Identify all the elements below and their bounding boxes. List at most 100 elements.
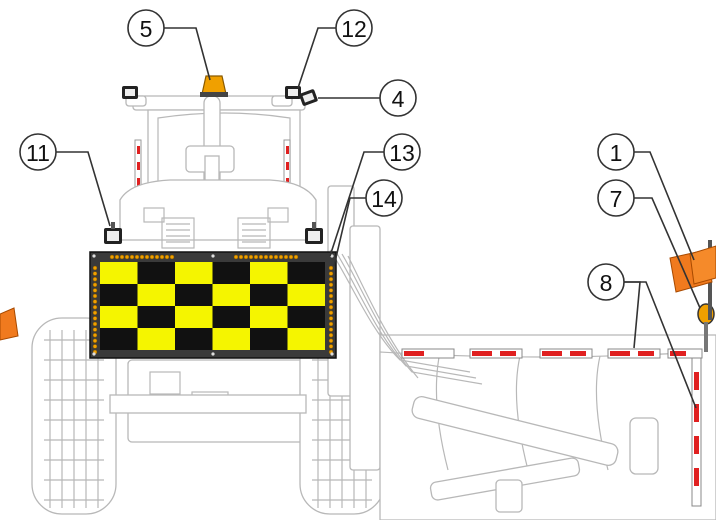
svg-text:14: 14 — [371, 186, 397, 212]
hydraulic-cylinder — [411, 395, 619, 467]
checker-square-yellow — [212, 284, 250, 306]
work-light-icon — [305, 222, 323, 244]
led-dot — [273, 254, 279, 260]
cab-pole-right-red-2 — [286, 162, 289, 170]
led-dot — [92, 288, 98, 293]
led-dot — [263, 254, 269, 260]
led-dot — [159, 254, 165, 260]
led-dot — [92, 265, 98, 271]
led-dot — [92, 304, 98, 310]
checker-square-black — [175, 284, 213, 306]
led-dot — [92, 332, 98, 338]
callout-12: 12 — [335, 9, 373, 47]
checker-square-black — [212, 306, 250, 328]
callout-5: 5 — [127, 9, 165, 47]
led-dot — [149, 254, 155, 260]
checker-square-black — [287, 306, 325, 328]
led-dot — [92, 293, 98, 299]
reflective-strip-icon — [539, 348, 593, 359]
led-dot — [139, 254, 145, 260]
callout-4: 4 — [379, 79, 417, 117]
loader-arm — [349, 225, 381, 471]
work-light-icon — [122, 86, 138, 99]
led-dot — [92, 316, 98, 321]
led-dot — [328, 344, 334, 349]
led-dot — [328, 304, 334, 310]
work-light-icon — [104, 222, 122, 244]
checker-square-yellow — [250, 262, 288, 284]
checker-square-yellow — [137, 284, 175, 306]
led-dot — [288, 254, 294, 260]
led-dot — [129, 254, 135, 260]
led-dot — [92, 338, 98, 344]
checker-board-sign — [89, 251, 337, 359]
grille-left — [161, 217, 195, 249]
wheel-left — [31, 317, 117, 515]
led-dot — [124, 254, 130, 260]
svg-text:11: 11 — [26, 140, 50, 166]
led-dot — [328, 310, 334, 316]
svg-text:8: 8 — [600, 270, 613, 296]
checker-square-black — [100, 328, 138, 350]
cab-window — [157, 112, 291, 186]
led-dot — [169, 254, 175, 260]
led-dot — [238, 254, 244, 260]
led-dot — [328, 332, 334, 338]
checker-square-yellow — [175, 306, 213, 328]
cab-pole-right-red-1 — [286, 146, 289, 154]
cab-pole-left-red-3 — [137, 178, 140, 186]
svg-text:12: 12 — [341, 16, 367, 42]
checker-square-black — [175, 328, 213, 350]
led-dot — [328, 282, 334, 288]
reflective-strip-icon — [469, 348, 523, 359]
led-strip-icon — [109, 254, 299, 260]
led-dot — [144, 254, 150, 260]
led-dot — [328, 299, 334, 304]
led-dot — [328, 316, 334, 321]
work-light-icon — [285, 86, 301, 99]
led-dot — [328, 271, 334, 276]
led-dot — [293, 254, 299, 260]
led-dot — [248, 254, 254, 260]
led-dot — [243, 254, 249, 260]
svg-text:5: 5 — [140, 16, 153, 42]
engine-hood — [119, 179, 317, 241]
marker-light-stem — [704, 322, 708, 352]
led-dot — [328, 321, 334, 327]
checker-square-black — [212, 262, 250, 284]
led-dot — [283, 254, 289, 260]
leader-lines — [56, 27, 701, 409]
led-dot — [92, 327, 98, 332]
cab-pole-left-red-2 — [137, 162, 140, 170]
checker-square-yellow — [287, 284, 325, 306]
led-dot — [92, 310, 98, 316]
checker-square-black — [137, 262, 175, 284]
callout-8: 8 — [587, 263, 625, 301]
led-dot — [328, 293, 334, 299]
svg-text:7: 7 — [610, 186, 623, 212]
checker-square-black — [287, 262, 325, 284]
reflective-strip-icon — [401, 348, 455, 359]
svg-text:13: 13 — [389, 140, 415, 166]
led-dot — [92, 282, 98, 288]
led-dot — [92, 276, 98, 282]
led-dot — [154, 254, 160, 260]
checker-square-yellow — [212, 328, 250, 350]
blade-mount — [629, 417, 659, 475]
led-dot — [114, 254, 120, 260]
reflective-strip-icon — [607, 348, 661, 359]
led-strip-icon — [92, 265, 98, 355]
checker-square-black — [100, 284, 138, 306]
led-dot — [258, 254, 264, 260]
callout-14: 14 — [365, 179, 403, 217]
axle — [109, 394, 307, 414]
callout-1: 1 — [597, 133, 635, 171]
plow-blade — [329, 240, 716, 520]
checker-square-yellow — [137, 328, 175, 350]
callout-13: 13 — [383, 133, 421, 171]
checker-square-yellow — [100, 262, 138, 284]
callout-11: 11 — [19, 133, 57, 171]
led-dot — [253, 254, 259, 260]
led-strip-icon — [328, 265, 334, 355]
